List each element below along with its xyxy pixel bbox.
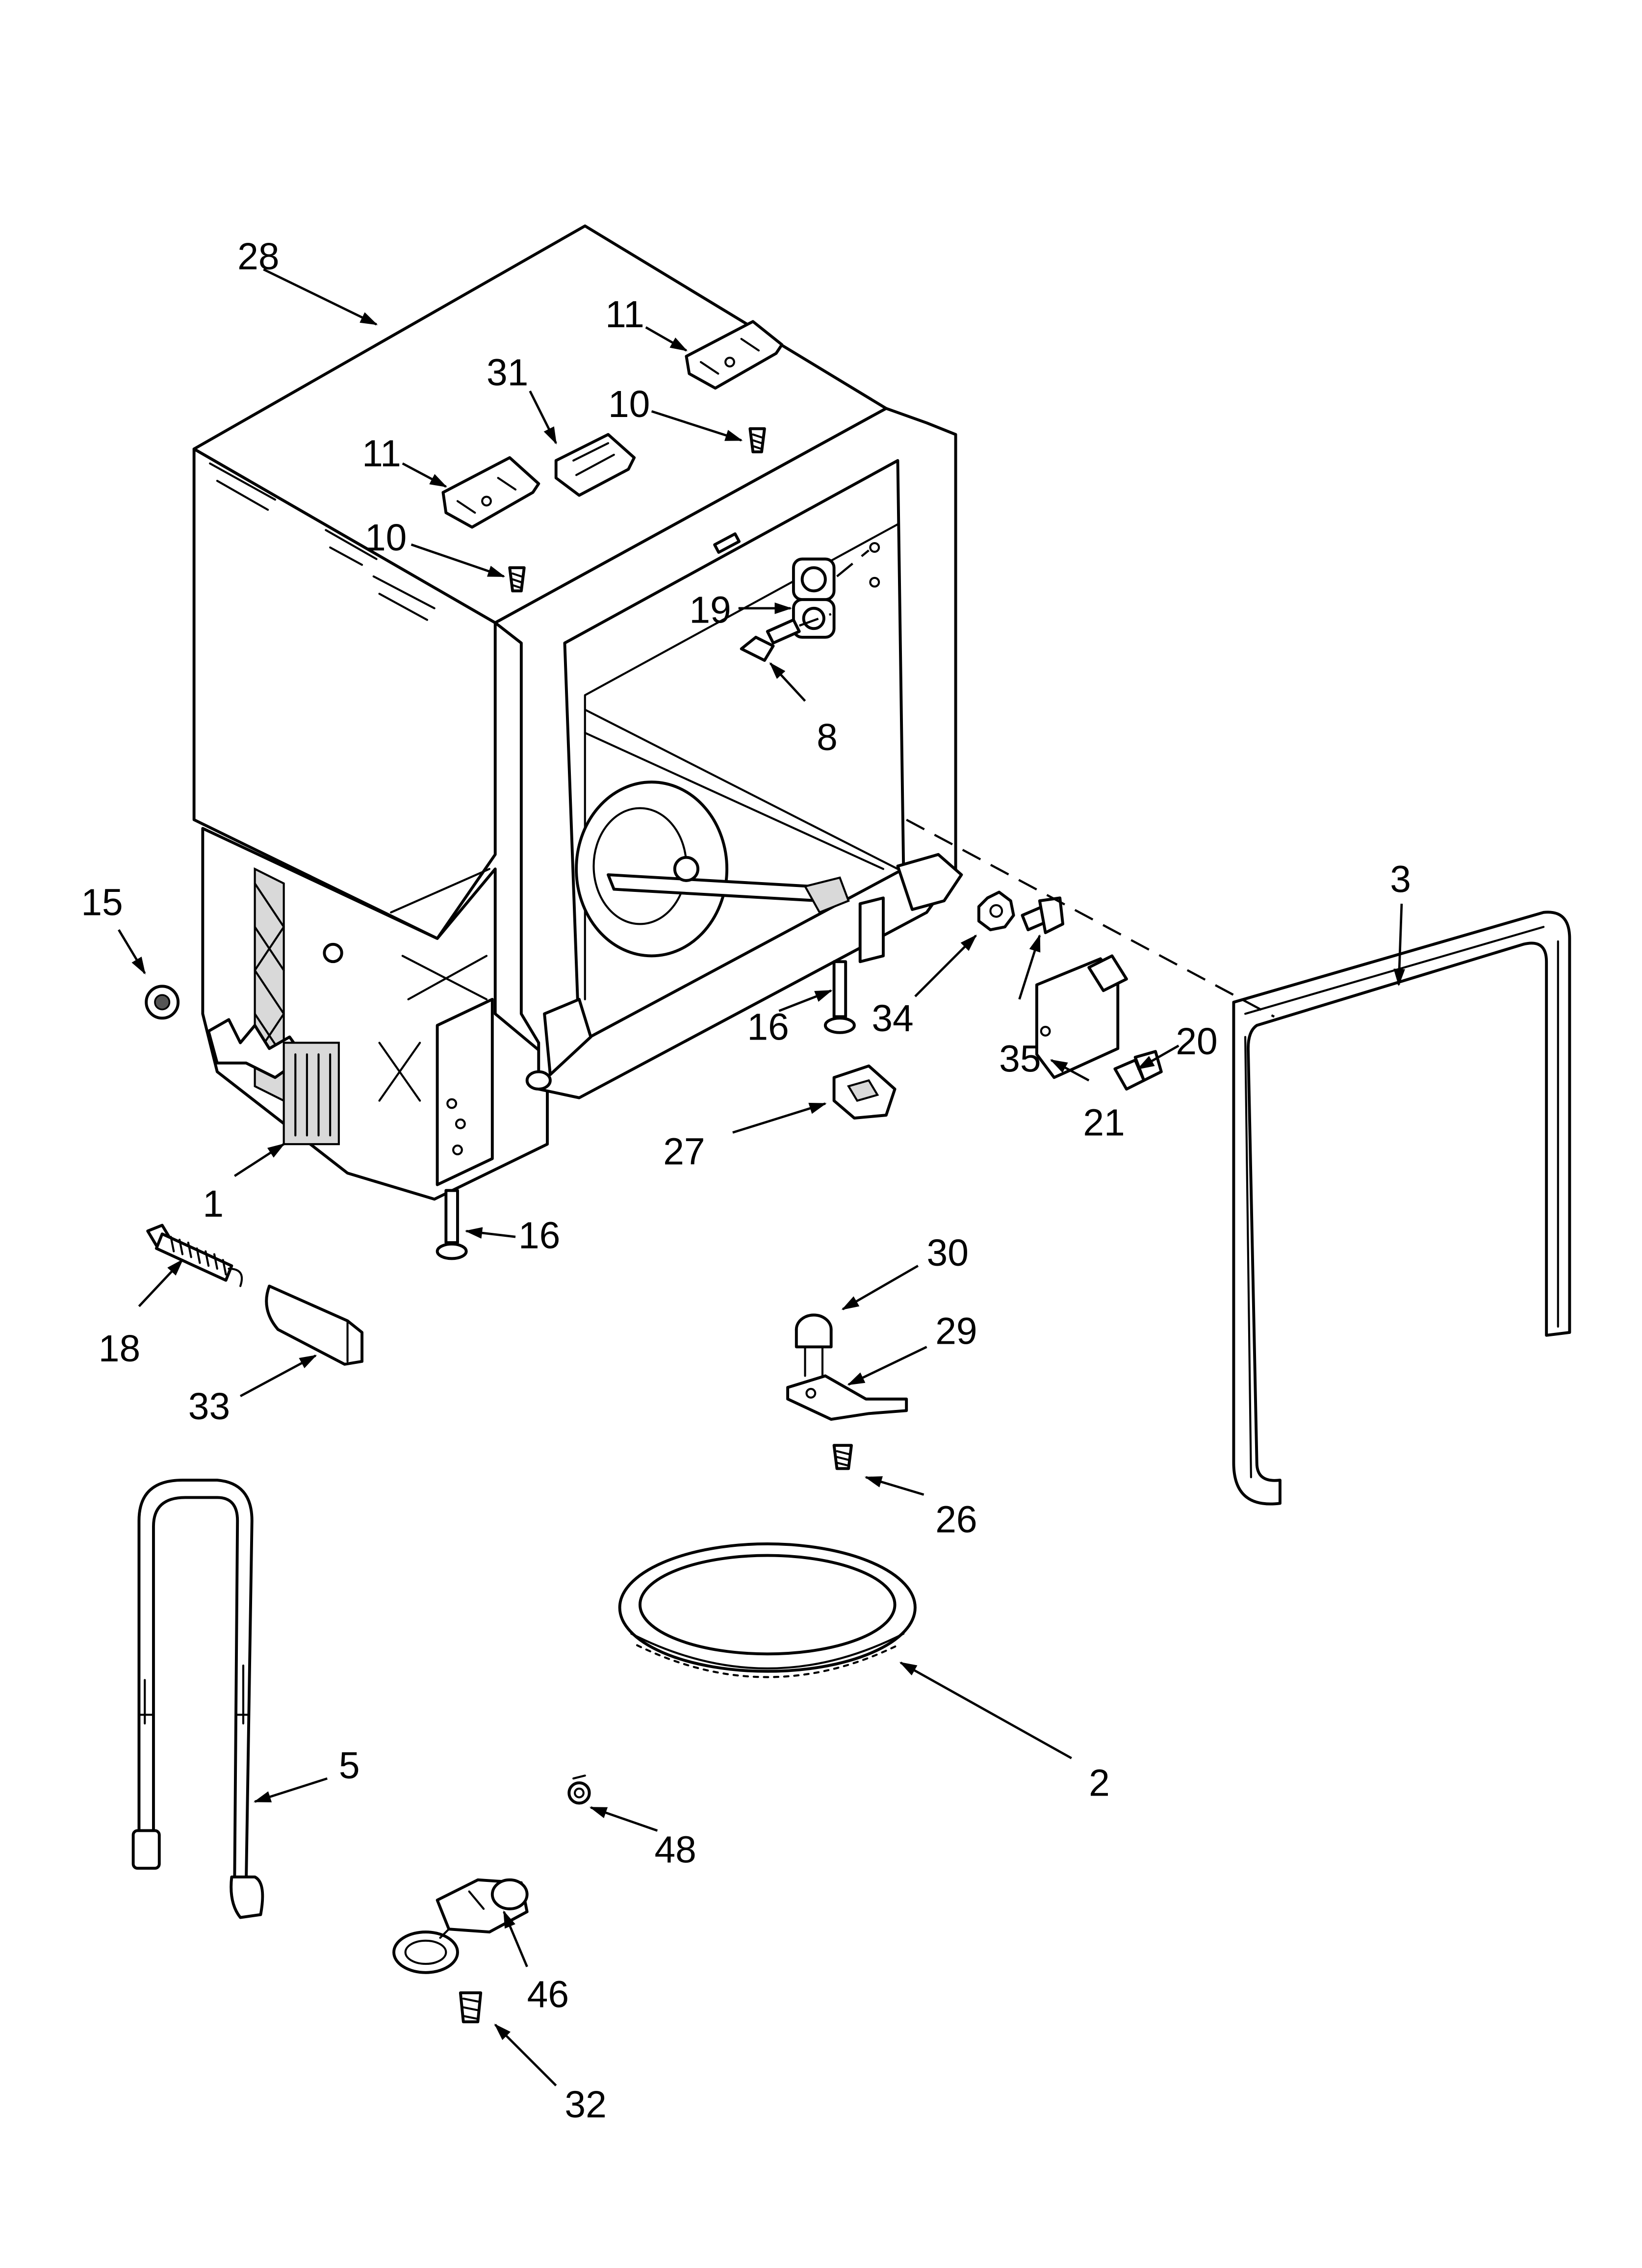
callout-34: 34	[872, 998, 913, 1040]
door-gasket	[1232, 911, 1571, 1506]
callout-15: 15	[81, 882, 123, 924]
mounting-screw-front	[508, 566, 526, 593]
bracket-screw	[832, 1444, 853, 1470]
callout-1: 1	[203, 1183, 224, 1225]
anchor-bracket	[1035, 954, 1128, 1079]
leaders	[118, 268, 1405, 2086]
callout-29: 29	[935, 1311, 977, 1353]
callout-18: 18	[99, 1328, 140, 1370]
tub-front-tabs	[207, 1018, 306, 1079]
door-seal-pad	[265, 1284, 364, 1366]
callout-2: 2	[1089, 1763, 1110, 1804]
sump-gasket-ring	[618, 1542, 917, 1678]
callout-48: 48	[654, 1829, 696, 1871]
callout-16: 16	[518, 1215, 560, 1257]
mounting-bracket-front	[441, 456, 540, 529]
leveling-leg-rear	[823, 960, 856, 1034]
hose-clamp-assembly	[392, 1878, 529, 1974]
callout-31: 31	[487, 352, 528, 393]
callout-11: 11	[605, 294, 644, 336]
thermostat	[795, 1313, 833, 1377]
door-latch-clip	[832, 1064, 897, 1120]
callout-8: 8	[817, 717, 838, 758]
callout-10: 10	[608, 384, 650, 425]
callout-20: 20	[1176, 1021, 1217, 1063]
callout-27: 27	[663, 1131, 705, 1173]
callout-26: 26	[935, 1499, 977, 1540]
spring-clip	[567, 1774, 591, 1805]
vent-tubing	[131, 1479, 264, 1919]
callout-numbers: 28 11 31 10 11 10 19 8 15 3 34 16 20 35 …	[81, 236, 1411, 2126]
callout-5: 5	[339, 1745, 360, 1787]
callout-10: 10	[365, 517, 407, 559]
assembly-line	[906, 818, 1275, 1018]
callout-3: 3	[1390, 859, 1411, 901]
tub-side-face	[192, 447, 497, 940]
callout-32: 32	[564, 2084, 606, 2126]
strike-screw	[740, 613, 832, 662]
grommet	[145, 985, 180, 1020]
door-strike	[792, 542, 880, 639]
callout-33: 33	[188, 1386, 230, 1428]
callout-16: 16	[747, 1007, 789, 1048]
tub-clip	[554, 433, 636, 497]
clamp-screw	[459, 1991, 483, 2024]
anchor-screw	[1113, 1050, 1163, 1091]
door-spring	[146, 1224, 243, 1287]
lock-washer	[977, 890, 1015, 932]
tub-assembly	[192, 224, 963, 1201]
callout-21: 21	[1083, 1102, 1125, 1144]
thermostat-bracket	[786, 1374, 908, 1421]
callout-28: 28	[237, 236, 279, 278]
mounting-screw-rear	[748, 427, 766, 454]
mounting-bolt	[1021, 896, 1064, 935]
callout-30: 30	[927, 1232, 969, 1274]
callout-19: 19	[689, 589, 731, 631]
callout-46: 46	[527, 1974, 569, 2016]
callout-35: 35	[999, 1039, 1041, 1080]
callout-11: 11	[362, 433, 401, 475]
leveling-leg-front	[436, 1189, 468, 1260]
mounting-bracket-rear	[685, 320, 784, 390]
